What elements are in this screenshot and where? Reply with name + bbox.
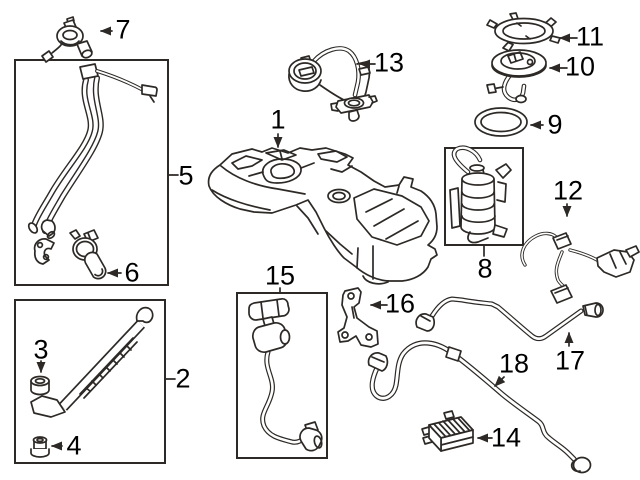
callout-label-15[interactable]: 15 [264,260,296,291]
filler-pipe-drawing [27,63,158,240]
callout-label-5[interactable]: 5 [178,160,194,191]
fuel-line-drawing [415,296,604,342]
callout-label-7[interactable]: 7 [115,14,131,45]
filler-pipe-box [14,59,169,286]
callout-label-10[interactable]: 10 [564,51,596,82]
callout-label-17[interactable]: 17 [554,345,586,376]
callout-label-18[interactable]: 18 [498,348,530,379]
fuel-tank-drawing [207,147,438,285]
vent-valve-drawing [41,16,93,63]
callout-18-leader [494,375,506,387]
callout-label-4[interactable]: 4 [66,430,82,461]
callout-label-8[interactable]: 8 [477,253,493,284]
fuel-filter-box [444,147,524,246]
fuel-pump-flange-drawing [486,49,547,104]
tank-strap-box [14,299,166,464]
callout-label-9[interactable]: 9 [547,109,563,140]
control-module-drawing [421,410,474,452]
filler-neck-assembly-drawing [288,46,378,122]
breather-hose-drawing [248,297,323,452]
pipe-bracket-drawing [33,238,55,265]
callout-label-16[interactable]: 16 [384,288,416,319]
sleeve-drawing [84,251,107,280]
bushing-drawing [30,436,50,458]
tank-strap-drawing [30,306,154,418]
callout-label-1[interactable]: 1 [270,104,286,135]
callout-leaders [36,26,578,451]
breather-valve-box [236,292,328,459]
callout-label-13[interactable]: 13 [373,47,405,78]
callout-label-6[interactable]: 6 [124,257,140,288]
mount-bracket-drawing [337,287,379,348]
seal-ring-drawing [474,107,528,137]
lock-ring-drawing [486,12,561,52]
vent-hose-drawing [367,340,592,474]
callout-label-12[interactable]: 12 [552,175,584,206]
callout-label-3[interactable]: 3 [33,334,49,365]
callout-label-11[interactable]: 11 [575,21,605,52]
fuel-filter-drawing [449,145,512,244]
grommet-drawing [30,375,50,396]
callout-label-2[interactable]: 2 [175,363,191,394]
wiring-harness-drawing [520,231,640,304]
callout-label-14[interactable]: 14 [490,422,522,453]
